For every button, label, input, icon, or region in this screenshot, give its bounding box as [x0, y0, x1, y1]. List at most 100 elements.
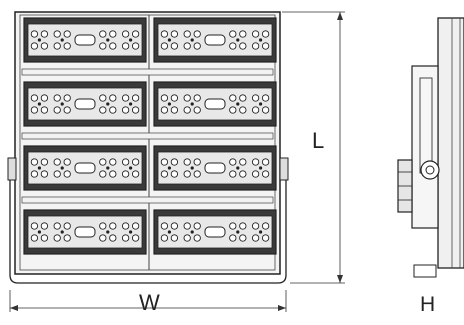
pivot-knob [420, 160, 440, 180]
led-lens [229, 222, 237, 230]
led-dot [190, 230, 194, 234]
led-lens [109, 30, 117, 38]
led-dot [106, 38, 110, 42]
led-lens [53, 106, 61, 114]
led-lens [40, 222, 49, 230]
led-lens [261, 42, 270, 50]
led-lens [40, 158, 49, 166]
led-lens [99, 234, 107, 242]
led-lens [131, 170, 140, 178]
led-lens [251, 222, 260, 230]
led-lens [261, 94, 270, 102]
led-lens [121, 30, 130, 38]
led-lens [160, 234, 169, 242]
led-lens [53, 234, 61, 242]
led-lens [121, 158, 130, 166]
led-lens [160, 170, 169, 178]
led-dot [190, 166, 194, 170]
led-lens [170, 106, 179, 114]
led-lens [30, 234, 39, 242]
led-dot [37, 166, 42, 170]
led-lens [229, 30, 237, 38]
center-lens [204, 34, 226, 46]
led-lens [160, 106, 169, 114]
led-lens [193, 222, 201, 230]
led-module [153, 145, 277, 191]
center-lens [204, 162, 226, 174]
led-lens [239, 30, 247, 38]
led-lens [251, 106, 260, 114]
led-dot [60, 166, 64, 170]
led-lens [229, 158, 237, 166]
led-dot [37, 102, 42, 106]
length-dimension [282, 11, 345, 284]
led-module [153, 17, 277, 63]
led-lens [251, 234, 260, 242]
led-dot [236, 230, 240, 234]
front-inner-frame [19, 14, 276, 271]
led-lens [40, 94, 49, 102]
led-dot [190, 102, 194, 106]
led-lens [239, 222, 247, 230]
led-lens [160, 158, 169, 166]
led-lens [160, 42, 169, 50]
led-lens [40, 234, 49, 242]
led-dot [167, 38, 171, 42]
led-lens [53, 158, 61, 166]
led-lens [261, 106, 270, 114]
led-lens [109, 170, 117, 178]
led-lens [160, 94, 169, 102]
led-dot [236, 38, 240, 42]
led-dot [106, 102, 110, 106]
led-lens [121, 234, 130, 242]
led-lens [170, 170, 179, 178]
led-dot [129, 102, 133, 106]
led-lens [183, 30, 191, 38]
led-dot [60, 102, 64, 106]
led-lens [170, 158, 179, 166]
led-lens [183, 42, 191, 50]
led-lens [170, 222, 179, 230]
led-lens [251, 94, 260, 102]
led-lens [99, 30, 107, 38]
led-dot [60, 230, 64, 234]
led-lens [99, 158, 107, 166]
led-lens [131, 234, 140, 242]
led-lens [40, 106, 49, 114]
left-bracket [7, 157, 17, 181]
center-lens [74, 162, 96, 174]
led-dot [37, 38, 42, 42]
led-lens [121, 94, 130, 102]
led-lens [30, 42, 39, 50]
module-rail [21, 196, 274, 204]
led-dot [129, 38, 133, 42]
led-lens [170, 234, 179, 242]
led-lens [30, 106, 39, 114]
led-lens [193, 42, 201, 50]
side-view [397, 17, 464, 278]
led-lens [170, 30, 179, 38]
led-lens [251, 170, 260, 178]
led-lens [63, 234, 71, 242]
led-lens [63, 158, 71, 166]
led-lens [63, 222, 71, 230]
led-lens [53, 30, 61, 38]
led-dot [190, 38, 194, 42]
led-module [23, 145, 147, 191]
led-module [23, 81, 147, 127]
led-lens [40, 170, 49, 178]
led-lens [160, 222, 169, 230]
led-lens [109, 222, 117, 230]
led-lens [99, 42, 107, 50]
led-lens [121, 170, 130, 178]
led-lens [183, 222, 191, 230]
led-lens [99, 222, 107, 230]
led-dot [259, 166, 263, 170]
led-lens [183, 94, 191, 102]
led-lens [30, 94, 39, 102]
center-lens [204, 226, 226, 238]
width-dimension [9, 290, 287, 312]
led-lens [109, 158, 117, 166]
led-lens [229, 234, 237, 242]
